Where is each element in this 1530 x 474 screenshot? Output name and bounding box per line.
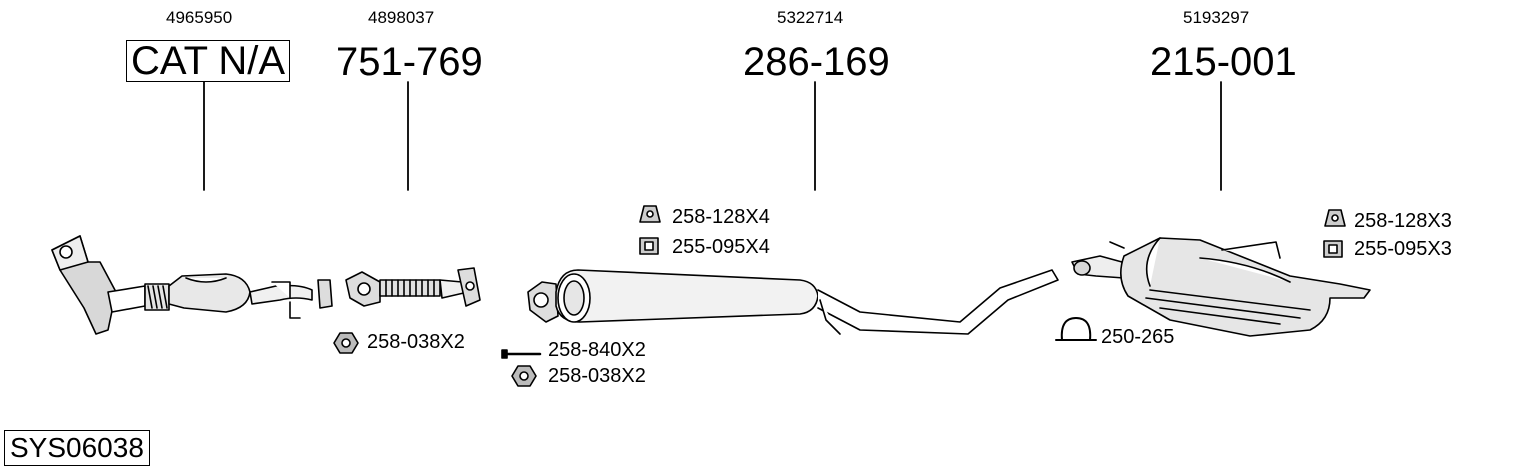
hanger-label-2: 258-128X3 (1354, 210, 1452, 232)
nut-icon-2 (511, 365, 537, 387)
rear-silencer-drawing (1071, 237, 1371, 337)
bolt-label: 258-840X2 (548, 339, 646, 361)
mount-icon-1 (639, 237, 659, 255)
catalytic-converter-drawing (51, 235, 333, 335)
bolt-icon (501, 349, 542, 359)
nut-icon-1 (333, 332, 359, 354)
hanger-label-1: 258-128X4 (672, 206, 770, 228)
mount-icon-2 (1323, 240, 1343, 258)
middle-silencer-drawing (527, 269, 1059, 335)
mount-label-2: 255-095X3 (1354, 238, 1452, 260)
part-code-1: CAT N/A (126, 40, 291, 82)
oe-number-2: 4898037 (368, 8, 435, 27)
clamp-icon (1055, 317, 1097, 341)
part-code-2: 751-769 (336, 40, 483, 84)
hanger-icon-1 (639, 205, 661, 223)
clamp-label: 250-265 (1101, 326, 1175, 348)
nut-label-2: 258-038X2 (548, 365, 646, 387)
part-code-3: 286-169 (743, 40, 890, 84)
oe-number-4: 5193297 (1183, 8, 1250, 27)
oe-number-1: 4965950 (166, 8, 233, 27)
mount-label-1: 255-095X4 (672, 236, 770, 258)
hanger-icon-2 (1324, 209, 1346, 227)
system-id: SYS06038 (4, 430, 150, 466)
nut-label-1: 258-038X2 (367, 331, 465, 353)
leader-lines (203, 81, 1222, 191)
oe-number-3: 5322714 (777, 8, 844, 27)
flex-pipe-drawing (345, 267, 481, 307)
part-code-4: 215-001 (1150, 40, 1297, 84)
